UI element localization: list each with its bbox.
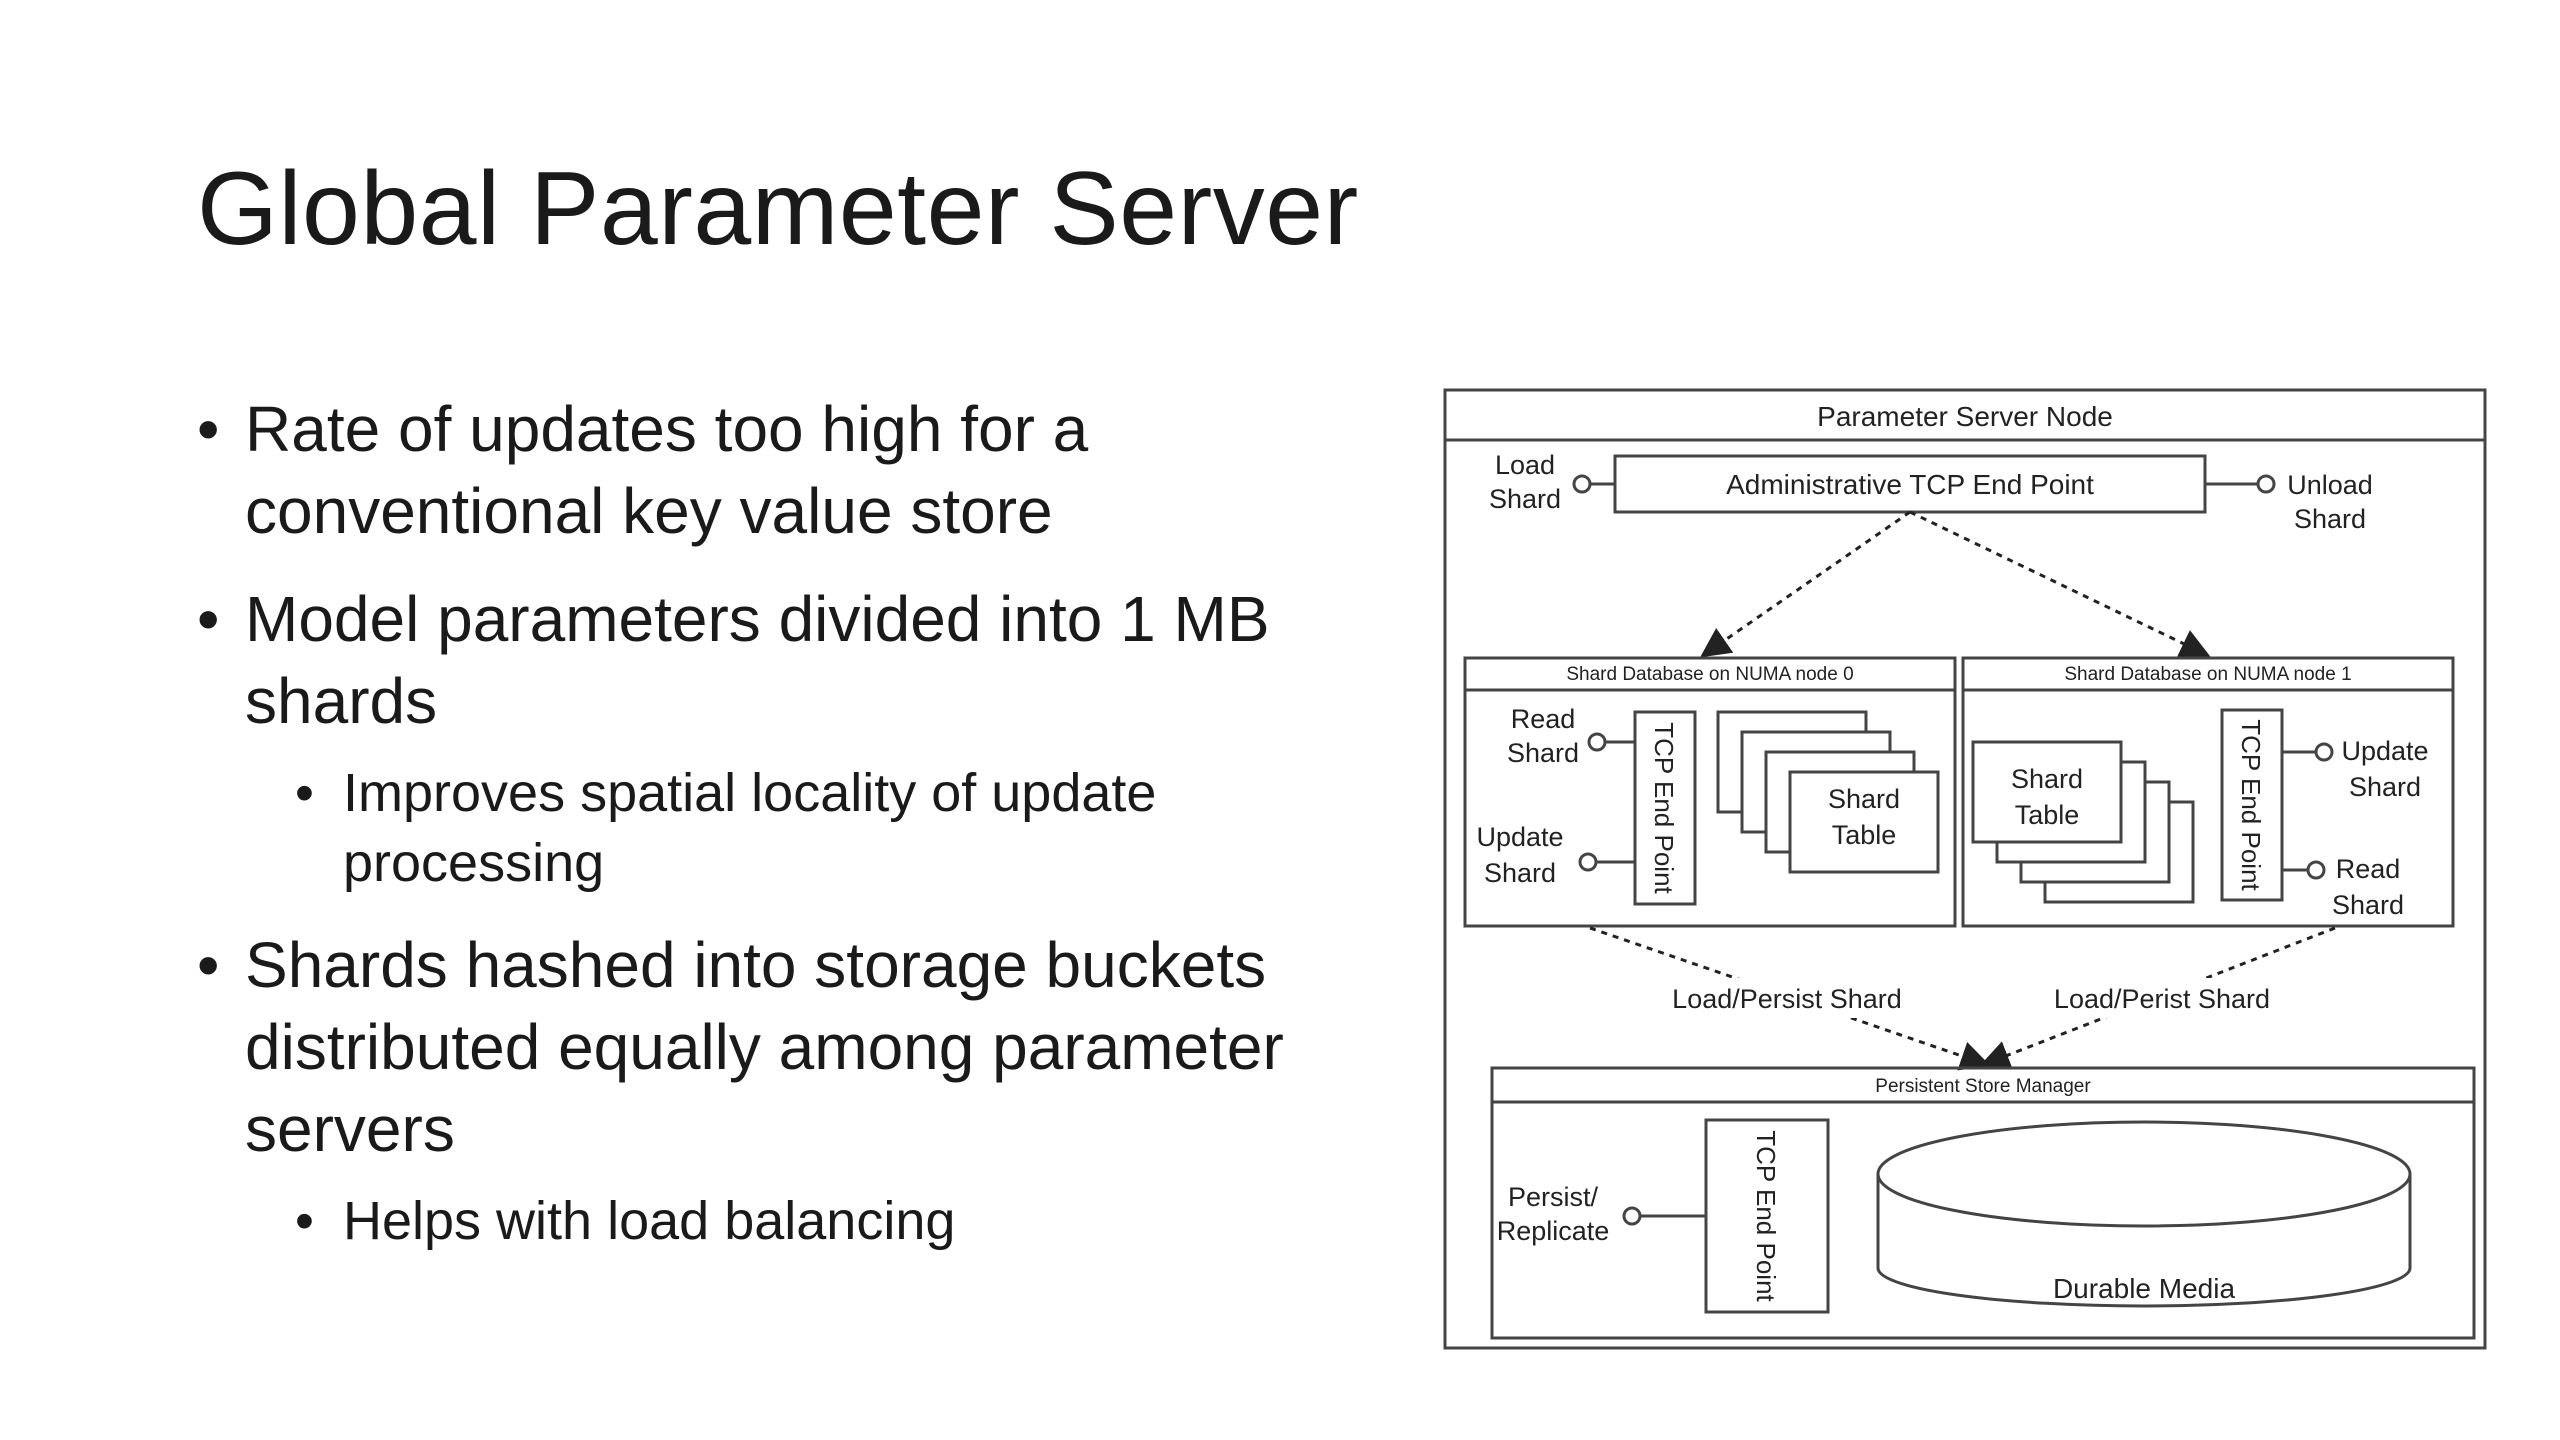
shard-db-0-title: Shard Database on NUMA node 0	[1566, 664, 1853, 685]
bullet-line: distributed equally among parameter	[245, 1011, 1284, 1083]
bullet-line: processing	[343, 833, 605, 893]
shard-table-label: Shard	[2011, 764, 2083, 794]
shard-database-0: Shard Database on NUMA node 0 Read Shard…	[1463, 656, 1957, 928]
persistent-store-title: Persistent Store Manager	[1875, 1076, 2091, 1097]
bullet-line: Improves spatial locality of update	[343, 763, 1157, 823]
bullet-item: Shards hashed into storage buckets distr…	[197, 924, 1417, 1170]
admin-arrows	[1700, 510, 2211, 658]
node-title: Parameter Server Node	[1817, 401, 2113, 432]
load-shard-label: Shard	[1489, 484, 1561, 514]
load-persist-right-label: Load/Perist Shard	[2054, 984, 2270, 1014]
admin-endpoint-label: Administrative TCP End Point	[1726, 469, 2094, 500]
read-shard-label: Read	[2336, 854, 2401, 884]
tcp-endpoint-label: TCP End Point	[2236, 719, 2266, 891]
tcp-endpoint-label: TCP End Point	[1751, 1130, 1781, 1302]
bullet-line: servers	[245, 1093, 455, 1165]
load-shard-port: Load Shard	[1489, 450, 1615, 514]
bullet-line: Model parameters divided into 1 MB	[245, 583, 1270, 655]
update-shard-label: Shard	[1484, 858, 1556, 888]
shard-table-stack	[1716, 710, 1940, 874]
sub-bullet-item: Improves spatial locality of update proc…	[197, 758, 1417, 898]
read-shard-label: Shard	[1507, 738, 1579, 768]
update-shard-label: Update	[2341, 736, 2428, 766]
update-shard-label: Shard	[2349, 772, 2421, 802]
persistent-store-manager: Persistent Store Manager Persist/ Replic…	[1490, 1066, 2476, 1340]
bullet-list: Rate of updates too high for a conventio…	[197, 388, 1417, 1282]
persist-replicate-label: Persist/	[1508, 1182, 1599, 1212]
read-shard-label: Shard	[2332, 890, 2404, 920]
arrow-db1-to-store	[1979, 926, 2336, 1070]
durable-media-label: Durable Media	[2053, 1273, 2236, 1304]
update-shard-label: Update	[1476, 822, 1563, 852]
shard-table-stack	[1971, 740, 2195, 904]
tcp-endpoint-label: TCP End Point	[1649, 722, 1679, 894]
sub-bullet-item: Helps with load balancing	[197, 1186, 1417, 1256]
parameter-server-node: Parameter Server Node	[1443, 388, 2487, 1350]
arrow-to-db1	[1909, 510, 2211, 658]
read-shard-label: Read	[1511, 704, 1576, 734]
unload-shard-label: Shard	[2294, 504, 2366, 534]
bullet-line: Helps with load balancing	[343, 1191, 956, 1251]
shard-table-label: Table	[2015, 800, 2080, 830]
bullet-item: Rate of updates too high for a conventio…	[197, 388, 1417, 552]
load-shard-label: Load	[1495, 450, 1555, 480]
admin-endpoint: Administrative TCP End Point	[1613, 454, 2207, 514]
bullet-line: shards	[245, 665, 438, 737]
load-persist-left-label: Load/Persist Shard	[1672, 984, 1902, 1014]
unload-shard-port: Unload Shard	[2205, 470, 2373, 534]
bullet-line: conventional key value store	[245, 475, 1053, 547]
slide-title: Global Parameter Server	[197, 151, 1359, 267]
bullet-item: Model parameters divided into 1 MB shard…	[197, 578, 1417, 742]
bullet-line: Rate of updates too high for a	[245, 393, 1089, 465]
shard-table-label: Shard	[1828, 784, 1900, 814]
shard-db-1-title: Shard Database on NUMA node 1	[2064, 664, 2351, 685]
unload-shard-label: Unload	[2287, 470, 2373, 500]
shard-database-1: Shard Database on NUMA node 1 Shard Tabl…	[1961, 656, 2455, 928]
shard-table-label: Table	[1832, 820, 1897, 850]
durable-media-cylinder	[1876, 1120, 2412, 1308]
arrow-to-db0	[1700, 510, 1911, 658]
persist-replicate-label: Replicate	[1497, 1216, 1610, 1246]
bullet-line: Shards hashed into storage buckets	[245, 929, 1267, 1001]
